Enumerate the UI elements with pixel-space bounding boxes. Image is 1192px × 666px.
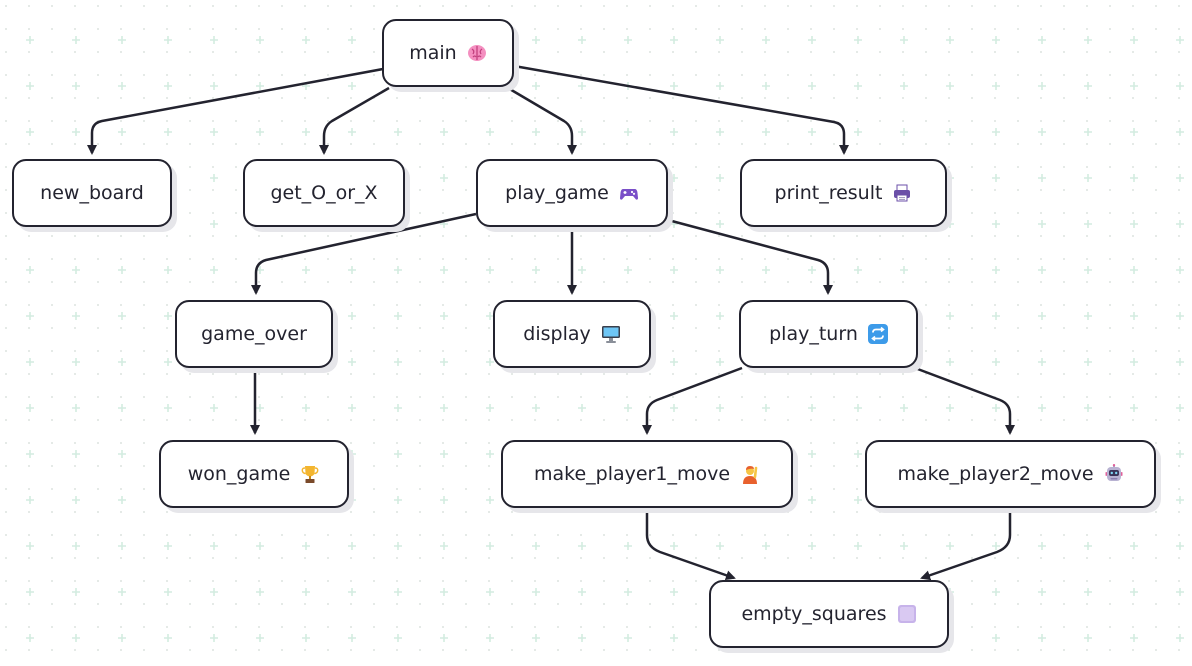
trophy-icon: [300, 464, 320, 484]
person-raising-hand-icon: [740, 464, 760, 484]
node-label: play_game: [505, 182, 609, 204]
edge-make-player2-move-empty-squares: [920, 508, 1012, 581]
node-play-game[interactable]: play_game: [476, 159, 668, 227]
monitor-icon: [601, 324, 621, 344]
node-new-board[interactable]: new_board: [12, 159, 172, 227]
node-get-o-or-x[interactable]: get_O_or_X: [243, 159, 405, 227]
edge-play-game-play-turn: [667, 218, 833, 295]
repeat-arrows-icon: [867, 324, 888, 344]
robot-icon: [1104, 464, 1124, 484]
node-print-result[interactable]: print_result: [740, 159, 947, 227]
game-controller-icon: [619, 183, 639, 203]
node-make-player1-move[interactable]: make_player1_move: [501, 440, 793, 508]
edge-main-new-board: [87, 67, 384, 155]
node-empty-squares[interactable]: empty_squares: [709, 580, 949, 648]
node-main[interactable]: main: [382, 19, 514, 87]
edge-play-game-game-over: [251, 212, 477, 295]
node-display[interactable]: display: [493, 300, 651, 368]
node-label: new_board: [40, 182, 144, 204]
edge-make-player1-move-empty-squares: [645, 508, 736, 581]
edge-main-play-game: [507, 86, 577, 155]
purple-square-icon: [897, 604, 917, 624]
node-label: game_over: [201, 323, 307, 345]
printer-icon: [892, 183, 912, 203]
brain-icon: [467, 43, 487, 63]
node-label: won_game: [187, 463, 291, 485]
node-label: make_player1_move: [533, 463, 731, 485]
node-play-turn[interactable]: play_turn: [739, 300, 918, 368]
edge-play-turn-make-player1-move: [642, 366, 743, 435]
node-label: empty_squares: [741, 603, 887, 625]
node-label: main: [409, 42, 457, 64]
node-label: get_O_or_X: [270, 182, 378, 204]
node-make-player2-move[interactable]: make_player2_move: [865, 440, 1156, 508]
edge-main-print-result: [513, 64, 849, 155]
edge-main-get-o-or-x: [319, 86, 390, 155]
node-label: play_turn: [769, 323, 858, 345]
node-game-over[interactable]: game_over: [175, 300, 333, 368]
node-label: print_result: [774, 182, 883, 204]
node-won-game[interactable]: won_game: [159, 440, 349, 508]
edge-play-turn-make-player2-move: [914, 366, 1015, 435]
node-label: make_player2_move: [897, 463, 1094, 485]
node-label: display: [523, 323, 591, 345]
